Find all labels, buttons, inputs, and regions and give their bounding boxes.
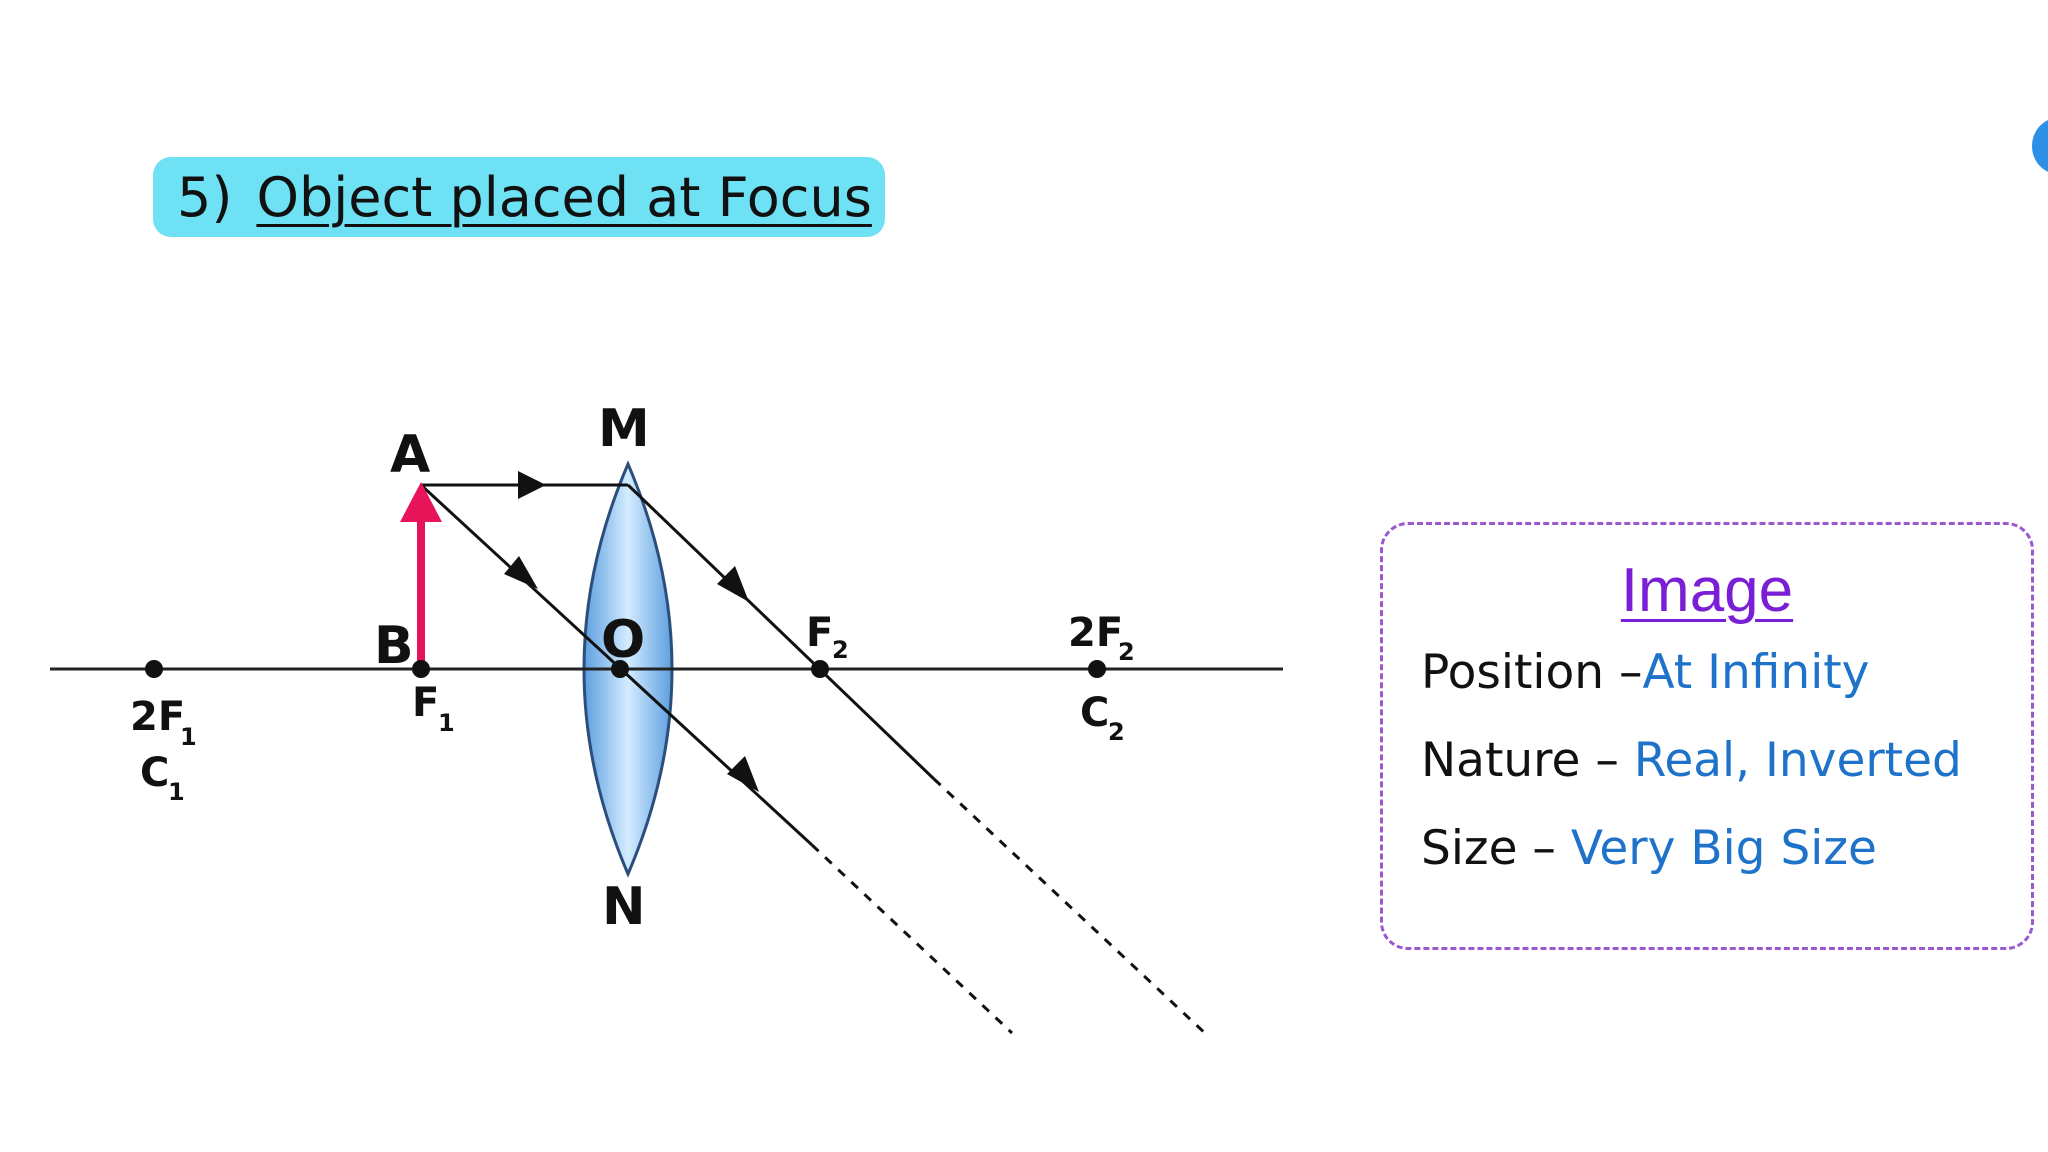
ray-arrowhead [717,566,749,602]
point-f1 [412,660,430,678]
info-row-nature: Nature – Real, Inverted [1421,733,1962,788]
info-label: Size [1421,821,1518,876]
info-value: Real, Inverted [1633,733,1962,788]
point-f2 [811,660,829,678]
label-m: M [598,399,650,459]
label-c2-sub: 2 [1108,718,1125,746]
info-label: Position [1421,645,1604,700]
object-arrow-head [400,482,442,522]
point-2f2 [1088,660,1106,678]
label-c1-sub: 1 [168,778,185,806]
info-sep: – [1517,821,1571,876]
section-title-text: Object placed at Focus [256,165,872,229]
ray-arrowhead [504,556,538,589]
info-value: At Infinity [1642,645,1870,700]
info-title: Image [1620,556,1794,625]
label-f2-sub: 2 [832,636,849,664]
point-2f1 [145,660,163,678]
label-2f2: 2F [1068,610,1123,656]
info-sep: – [1604,645,1643,700]
section-number: 5) [177,165,233,229]
info-row-position: Position –At Infinity [1421,645,1870,700]
label-f1: F [412,680,439,726]
label-a: A [390,425,430,485]
label-b: B [374,616,414,676]
label-c1: C [140,750,169,796]
point-o [611,660,629,678]
label-c2: C [1080,690,1109,736]
label-2f2-sub: 2 [1118,638,1135,666]
section-title: 5) Object placed at Focus [153,157,885,237]
info-label: Nature [1421,733,1581,788]
image-info-box: Image Position –At Infinity Nature – Rea… [1380,522,2034,950]
label-f1-sub: 1 [438,709,455,737]
ray-extension-2 [932,777,1209,1037]
ray-extension-1 [810,843,1014,1035]
side-tool-icon[interactable] [2032,118,2048,174]
ray-refracted [626,483,936,781]
info-row-size: Size – Very Big Size [1421,821,1877,876]
label-f2: F [806,610,833,656]
label-2f1-sub: 1 [180,723,197,751]
ray-arrowhead [518,471,546,499]
label-o: O [601,610,645,670]
ray-arrowhead [727,756,759,792]
info-sep: – [1580,733,1634,788]
label-n: N [602,877,646,937]
info-value: Very Big Size [1570,821,1877,876]
label-2f1: 2F [130,694,185,740]
